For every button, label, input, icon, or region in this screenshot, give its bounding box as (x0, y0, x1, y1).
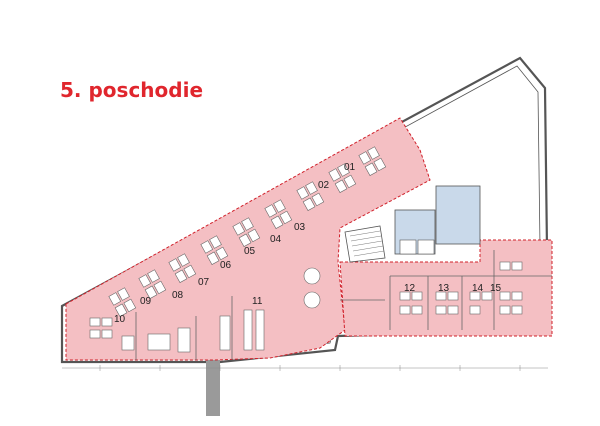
room-label: 04 (270, 234, 282, 245)
room-label: 01 (344, 162, 356, 173)
room-label: 08 (172, 290, 184, 301)
building-core (344, 185, 481, 263)
room-label: 09 (140, 296, 152, 307)
room-label: 10 (114, 314, 126, 325)
inner-walls (135, 250, 552, 360)
room-label: 14 (472, 283, 484, 294)
room-label: 13 (438, 283, 450, 294)
room-label: 06 (220, 260, 232, 271)
floor-title: 5. poschodie (60, 78, 204, 102)
office-zone-east (339, 239, 553, 337)
room-label: 15 (490, 283, 502, 294)
room-label: 02 (318, 180, 330, 191)
room-label: 03 (294, 222, 306, 233)
desk-rows (89, 261, 523, 353)
room-label: 05 (244, 246, 256, 257)
room-label: 07 (198, 277, 210, 288)
room-label: 12 (404, 283, 416, 294)
dimension-line (62, 365, 548, 371)
room-labels: 01 02 03 04 05 06 07 08 09 10 11 12 13 1… (114, 162, 502, 325)
room-label: 11 (252, 296, 263, 307)
desk-clusters (108, 146, 387, 317)
stair-column (206, 360, 220, 416)
